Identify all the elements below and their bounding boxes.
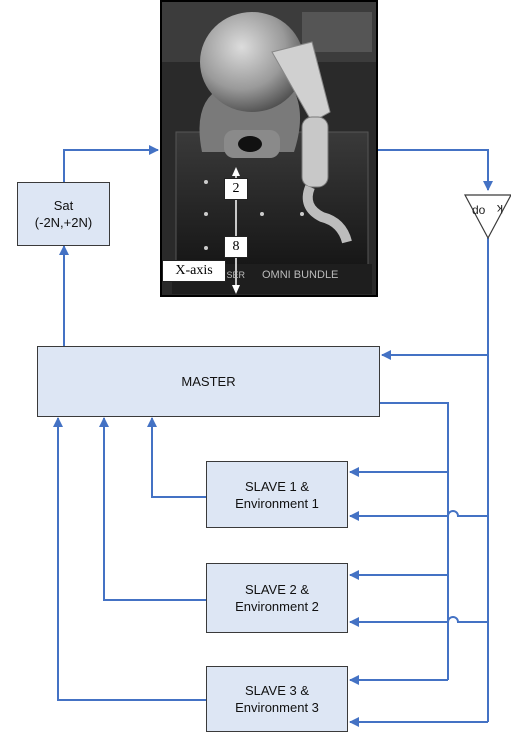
- saturation-block: Sat (-2N,+2N): [17, 182, 110, 246]
- wire-master-bus: [380, 402, 449, 680]
- x-axis-label: X-axis: [162, 260, 226, 282]
- slave2-title: SLAVE 2 &: [244, 582, 310, 597]
- wire-slave1-to-master: [147, 417, 206, 498]
- slave3-block: SLAVE 3 & Environment 3: [206, 666, 348, 732]
- label-8: 8: [224, 236, 248, 258]
- haptic-device-photo: OMNI BUNDLE NSER 2 8 X-axis: [160, 0, 378, 297]
- haptic-device-illustration: OMNI BUNDLE NSER: [162, 2, 376, 295]
- wire-sat-to-photo: [63, 145, 159, 182]
- brand-text: OMNI BUNDLE: [262, 269, 338, 281]
- slave2-env: Environment 2: [235, 599, 319, 614]
- wire-gain-to-slave2: [349, 616, 488, 627]
- master-block: MASTER: [37, 346, 380, 417]
- slave3-env: Environment 3: [235, 700, 319, 715]
- wire-gain-to-slave1: [349, 510, 488, 521]
- slave1-title: SLAVE 1 &: [244, 478, 310, 494]
- gain-do-text: do: [472, 203, 486, 217]
- brand-fragment: NSER: [220, 270, 246, 280]
- wire-slave3-to-master: [53, 417, 206, 701]
- slave1-block: SLAVE 1 & Environment 1: [206, 461, 348, 528]
- slave1-env: Environment 1: [235, 495, 319, 511]
- sat-range: (-2N,+2N): [34, 215, 93, 230]
- master-label: MASTER: [181, 374, 236, 389]
- label-2: 2: [224, 178, 248, 200]
- gain-k-text: k: [497, 202, 503, 216]
- sat-title: Sat: [53, 198, 74, 213]
- slave2-block: SLAVE 2 & Environment 2: [206, 563, 348, 633]
- wire-photo-to-gain: [378, 149, 493, 191]
- wire-slave2-to-master: [99, 417, 206, 601]
- slave3-title: SLAVE 3 &: [244, 683, 310, 698]
- gain-block: [463, 194, 511, 240]
